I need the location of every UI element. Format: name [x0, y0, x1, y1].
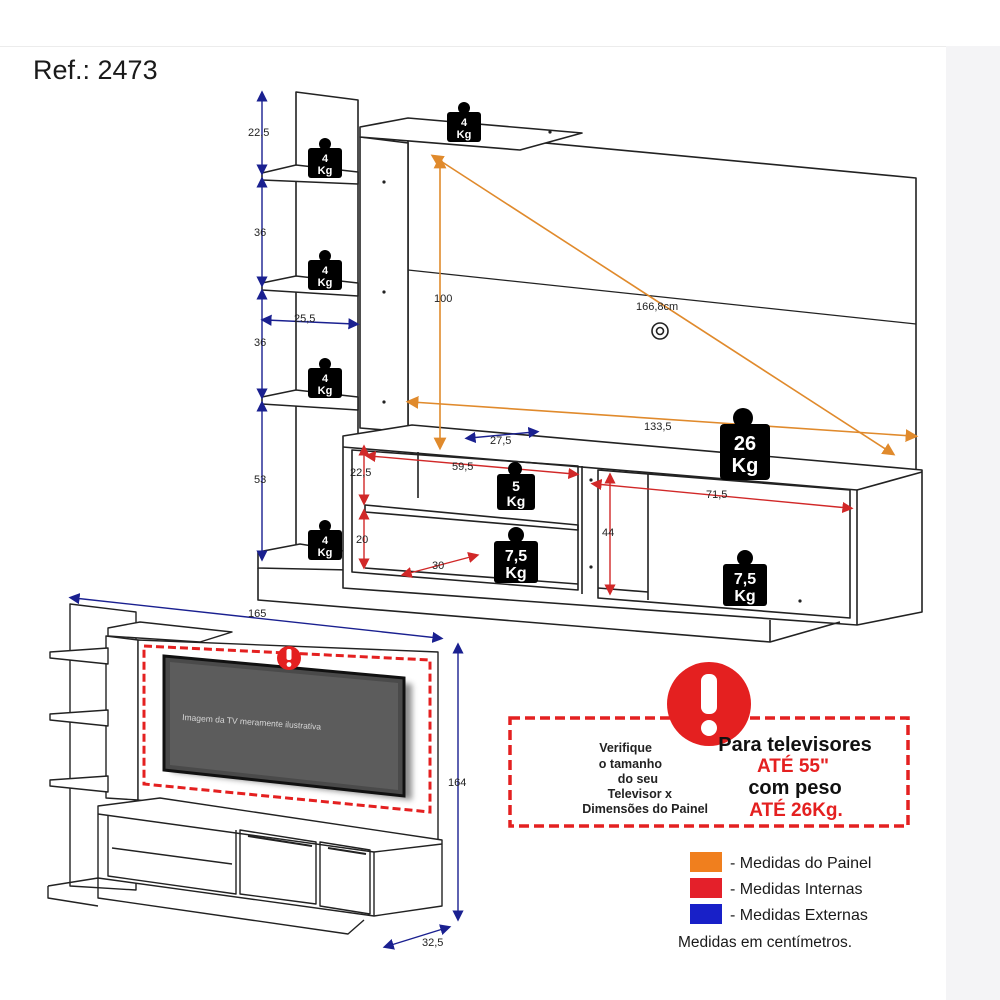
dim-shelf-gap-1: 36: [254, 227, 266, 239]
top-bar: [0, 0, 1000, 47]
weight-top-value: 4: [461, 117, 468, 129]
panel-dimensions: [405, 154, 919, 456]
notice-box: [508, 716, 910, 828]
notice-line-1: Verifique: [599, 741, 652, 755]
weight-shelf1-value: 4: [322, 153, 329, 165]
weight-icon-tv-panel: 26 Kg: [720, 408, 770, 480]
legend-label-external: - Medidas Externas: [730, 907, 868, 924]
dim-top-shelf-gap: 22,5: [248, 127, 269, 139]
weight-top-unit: Kg: [457, 129, 472, 141]
dim-total-height: 164: [448, 777, 466, 789]
notice-weight-label: com peso: [748, 777, 841, 799]
dim-niche-height: 22,5: [350, 467, 371, 479]
weight-shelf2-unit: Kg: [318, 277, 333, 289]
legend: - Medidas do Painel - Medidas Internas -…: [678, 852, 871, 951]
legend-note: Medidas em centímetros.: [678, 934, 852, 951]
weight-shelf2-value: 4: [322, 265, 329, 277]
notice-line-5: Dimensões do Painel: [582, 802, 708, 816]
dim-panel-diagonal: 166,8cm: [636, 301, 678, 313]
weight-tv-panel-value: 26: [734, 433, 756, 455]
notice-title: Para televisores: [718, 734, 871, 756]
dim-side-width: 27,5: [490, 435, 511, 447]
dim-shelf-gap-2: 36: [254, 337, 266, 349]
weight-shelf1-unit: Kg: [318, 165, 333, 177]
notice-right-text: Para televisores ATÉ 55" com peso ATÉ 26…: [718, 734, 871, 821]
weight-cabinet-value: 7,5: [734, 571, 756, 588]
weight-icon-shelf2: 4 Kg: [308, 250, 342, 290]
legend-label-panel: - Medidas do Painel: [730, 855, 871, 872]
weight-icon-shelf1: 4 Kg: [308, 138, 342, 178]
dim-cabinet-height: 44: [602, 527, 614, 539]
notice-line-4: Televisor x: [608, 787, 672, 801]
legend-label-internal: - Medidas Internas: [730, 881, 863, 898]
weight-icon-base-left: 4 Kg: [308, 520, 342, 560]
dim-lower-niche-height: 20: [356, 534, 368, 546]
weight-cabinet-unit: Kg: [734, 588, 755, 605]
dim-niche-width: 59,5: [452, 461, 473, 473]
notice-max-weight: ATÉ 26Kg.: [749, 799, 843, 821]
internal-dimensions: [358, 444, 854, 596]
tv-illustration: Imagem da TV meramente ilustrativa: [162, 654, 412, 800]
weight-shelf3-value: 4: [322, 373, 329, 385]
right-margin-strip: [946, 46, 1000, 1000]
external-dimensions-small: [68, 593, 464, 950]
dim-lower-niche-width: 30: [432, 560, 444, 572]
legend-swatch-internal: [690, 878, 722, 898]
plinth: [257, 568, 841, 643]
weight-base-left-unit: Kg: [318, 547, 333, 559]
weight-niche-upper-value: 5: [512, 478, 520, 494]
dim-lower-gap: 53: [254, 474, 266, 486]
dim-total-width: 165: [248, 608, 266, 620]
dim-shelf-depth: 25,5: [294, 313, 315, 325]
dim-panel-height: 100: [434, 293, 452, 305]
dim-cabinet-width: 71,5: [706, 489, 727, 501]
weight-icon-top: 4 Kg: [447, 102, 481, 142]
weight-icon-niche-lower: 7,5 Kg: [494, 527, 538, 583]
weight-icon-shelf3: 4 Kg: [308, 358, 342, 398]
dim-depth: 32,5: [422, 937, 443, 949]
dim-panel-width: 133,5: [644, 421, 672, 433]
weight-niche-lower-unit: Kg: [505, 565, 526, 582]
weight-icon-niche-upper: 5 Kg: [497, 462, 535, 510]
notice-max-size: ATÉ 55": [757, 755, 829, 777]
legend-swatch-panel: [690, 852, 722, 872]
cable-hole-icon: [651, 322, 669, 340]
notice-line-3: do seu: [618, 772, 658, 786]
weight-niche-lower-value: 7,5: [505, 548, 527, 565]
warning-icon-small: [277, 646, 301, 670]
tv-area-frame: [142, 644, 432, 814]
reference-number: Ref.: 2473: [33, 55, 158, 85]
notice-line-2: o tamanho: [599, 757, 663, 771]
legend-swatch-external: [690, 904, 722, 924]
main-furniture-drawing: [257, 91, 923, 643]
weight-icon-cabinet: 7,5 Kg: [723, 550, 767, 606]
weight-tv-panel-unit: Kg: [732, 455, 759, 477]
weight-niche-upper-unit: Kg: [507, 493, 526, 509]
notice-left-text: Verifique o tamanho do seu Televisor x D…: [582, 741, 708, 816]
weight-shelf3-unit: Kg: [318, 385, 333, 397]
warning-icon-large: [667, 662, 751, 746]
weight-base-left-value: 4: [322, 535, 329, 547]
